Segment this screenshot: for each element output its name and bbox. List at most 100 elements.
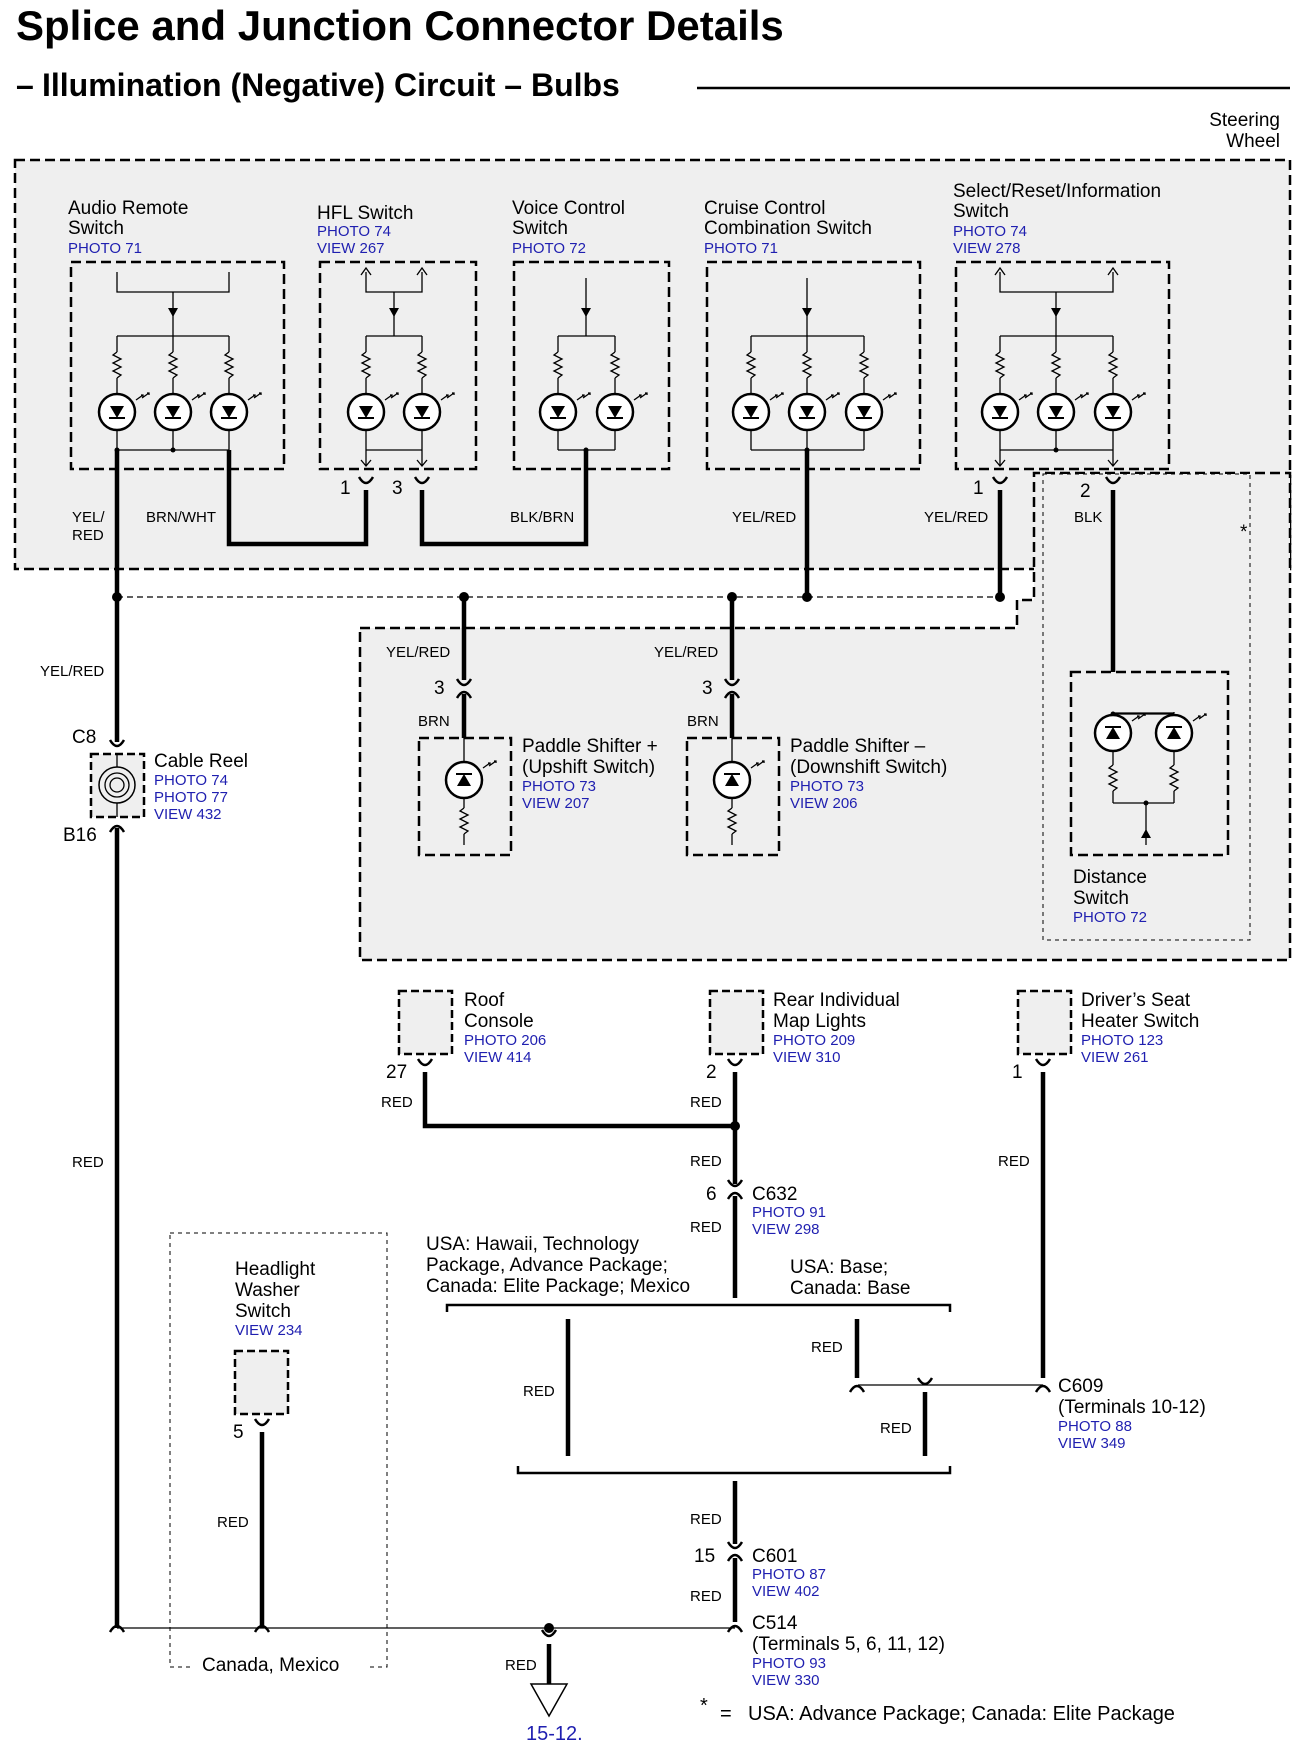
svg-text:(Downshift Switch): (Downshift Switch) xyxy=(790,757,947,778)
svg-text:Voice Control: Voice Control xyxy=(512,198,625,219)
wire-label-yel-red-2: RED xyxy=(72,527,104,544)
svg-text:PHOTO 87: PHOTO 87 xyxy=(752,1566,826,1583)
connector-c609: C609 (Terminals 10-12) PHOTO 88 VIEW 349 xyxy=(858,1376,1206,1452)
svg-text:USA: Hawaii, Technology: USA: Hawaii, Technology xyxy=(426,1234,639,1255)
svg-text:PHOTO 71: PHOTO 71 xyxy=(68,240,142,257)
svg-text:PHOTO 123: PHOTO 123 xyxy=(1081,1032,1163,1049)
pin-sel-2: 2 xyxy=(1080,481,1091,502)
option-canada-mexico: Canada, Mexico xyxy=(202,1655,339,1676)
footnote-eq: = xyxy=(720,1703,732,1725)
svg-text:PHOTO 88: PHOTO 88 xyxy=(1058,1418,1132,1435)
wire-label-brn-wht: BRN/WHT xyxy=(146,509,216,526)
option-bracket-bottom xyxy=(516,1466,952,1475)
svg-text:RED: RED xyxy=(690,1153,722,1170)
svg-text:B16: B16 xyxy=(63,825,97,846)
svg-text:C514: C514 xyxy=(752,1613,798,1634)
svg-text:RED: RED xyxy=(381,1094,413,1111)
svg-text:VIEW 349: VIEW 349 xyxy=(1058,1435,1126,1452)
wire-label-red-left: RED xyxy=(72,1154,104,1171)
svg-text:YEL/RED: YEL/RED xyxy=(654,644,718,661)
svg-text:PHOTO 209: PHOTO 209 xyxy=(773,1032,855,1049)
wire-blk-brn xyxy=(413,450,589,547)
svg-text:VIEW 402: VIEW 402 xyxy=(752,1583,820,1600)
option-bracket-top xyxy=(445,1303,952,1312)
pin-sel-1: 1 xyxy=(973,478,984,499)
svg-text:VIEW 310: VIEW 310 xyxy=(773,1049,841,1066)
svg-text:YEL/RED: YEL/RED xyxy=(386,644,450,661)
svg-text:Roof: Roof xyxy=(464,990,505,1011)
audio-remote-switch: Audio Remote Switch PHOTO 71 xyxy=(68,198,286,471)
svg-text:RED: RED xyxy=(217,1514,249,1531)
canada-mexico-box xyxy=(169,1232,388,1668)
svg-text:Paddle Shifter –: Paddle Shifter – xyxy=(790,736,926,757)
svg-text:RED: RED xyxy=(690,1219,722,1236)
svg-text:Select/Reset/Information: Select/Reset/Information xyxy=(953,181,1161,202)
wire-brn-wht xyxy=(226,450,375,547)
svg-text:Switch: Switch xyxy=(1073,888,1129,909)
roof-console: Roof Console PHOTO 206 VIEW 414 27 RED xyxy=(381,989,735,1129)
voice-control-switch: Voice Control Switch PHOTO 72 xyxy=(512,198,671,471)
svg-text:Heater Switch: Heater Switch xyxy=(1081,1011,1199,1032)
hfl-switch: HFL Switch PHOTO 74 VIEW 267 xyxy=(317,203,478,471)
svg-text:Switch: Switch xyxy=(953,201,1009,222)
svg-text:Cable Reel: Cable Reel xyxy=(154,751,248,772)
svg-text:Canada: Elite Package; Mexico: Canada: Elite Package; Mexico xyxy=(426,1276,690,1297)
paddle-shifter-minus: YEL/RED 3 BRN Paddle Shifter – (Downshif… xyxy=(654,597,947,857)
svg-text:(Terminals 5, 6, 11, 12): (Terminals 5, 6, 11, 12) xyxy=(752,1634,945,1655)
svg-text:BRN: BRN xyxy=(418,713,450,730)
svg-text:VIEW 278: VIEW 278 xyxy=(953,240,1021,257)
svg-text:RED: RED xyxy=(690,1511,722,1528)
wire-label-yel-red-1: YEL/ xyxy=(72,509,105,526)
wire-label-red-option-a: RED xyxy=(523,1383,555,1400)
page-title: Splice and Junction Connector Details xyxy=(16,2,784,49)
svg-text:(Upshift Switch): (Upshift Switch) xyxy=(522,757,655,778)
steering-wheel-label-2: Wheel xyxy=(1226,131,1280,152)
svg-text:Cruise Control: Cruise Control xyxy=(704,198,825,219)
svg-text:BRN: BRN xyxy=(687,713,719,730)
distance-asterisk: * xyxy=(1240,522,1248,543)
svg-text:Washer: Washer xyxy=(235,1280,300,1301)
wire-label-red-option-c: RED xyxy=(880,1420,912,1437)
svg-text:RED: RED xyxy=(690,1094,722,1111)
svg-text:Switch: Switch xyxy=(68,218,124,239)
svg-text:PHOTO 77: PHOTO 77 xyxy=(154,789,228,806)
svg-text:3: 3 xyxy=(434,678,445,699)
svg-text:PHOTO 206: PHOTO 206 xyxy=(464,1032,546,1049)
page-reference-link[interactable]: 15-12. xyxy=(526,1723,583,1745)
svg-text:VIEW 206: VIEW 206 xyxy=(790,795,858,812)
svg-text:VIEW 267: VIEW 267 xyxy=(317,240,385,257)
svg-text:3: 3 xyxy=(702,678,713,699)
svg-text:PHOTO 72: PHOTO 72 xyxy=(512,240,586,257)
steering-wheel-label-1: Steering xyxy=(1209,110,1280,131)
svg-text:Switch: Switch xyxy=(512,218,568,239)
svg-text:VIEW 234: VIEW 234 xyxy=(235,1322,303,1339)
connector-c601: RED 15 C601 PHOTO 87 VIEW 402 RED xyxy=(690,1481,826,1622)
cruise-control-switch: Cruise Control Combination Switch PHOTO … xyxy=(704,198,922,471)
cable-reel: YEL/RED C8 B16 Cable Reel PHOTO 74 PHOTO… xyxy=(40,663,248,846)
svg-text:VIEW 207: VIEW 207 xyxy=(522,795,590,812)
headlight-washer-switch: Headlight Washer Switch VIEW 234 5 RED xyxy=(217,1259,316,1628)
svg-text:C609: C609 xyxy=(1058,1376,1103,1397)
option-usa-hawaii: USA: Hawaii, Technology Package, Advance… xyxy=(426,1234,690,1297)
footnote-star: * xyxy=(700,1695,708,1717)
svg-text:PHOTO 73: PHOTO 73 xyxy=(522,778,596,795)
ground-symbol: RED xyxy=(505,1628,569,1718)
svg-text:C601: C601 xyxy=(752,1546,797,1567)
svg-text:PHOTO 73: PHOTO 73 xyxy=(790,778,864,795)
pin-hfl-3: 3 xyxy=(392,478,403,499)
footnote-text: USA: Advance Package; Canada: Elite Pack… xyxy=(748,1703,1175,1725)
select-reset-info-switch: Select/Reset/Information Switch PHOTO 74… xyxy=(953,181,1171,471)
svg-text:VIEW 298: VIEW 298 xyxy=(752,1221,820,1238)
paddle-shifter-plus: YEL/RED 3 BRN Paddle Shifter + (Upshift … xyxy=(386,597,658,857)
svg-text:RED: RED xyxy=(998,1153,1030,1170)
svg-text:PHOTO 91: PHOTO 91 xyxy=(752,1204,826,1221)
connector-c632: 6 C632 PHOTO 91 VIEW 298 RED xyxy=(690,1178,826,1298)
svg-text:Headlight: Headlight xyxy=(235,1259,316,1280)
page-subtitle: Illumination (Negative) Circuit – Bulbs xyxy=(42,67,620,103)
distance-switch: Distance Switch PHOTO 72 xyxy=(1069,670,1230,926)
svg-text:C632: C632 xyxy=(752,1184,797,1205)
option-usa-base: USA: Base; Canada: Base xyxy=(790,1257,910,1299)
wire-yel-red-select xyxy=(991,475,1009,597)
svg-text:PHOTO 74: PHOTO 74 xyxy=(154,772,228,789)
